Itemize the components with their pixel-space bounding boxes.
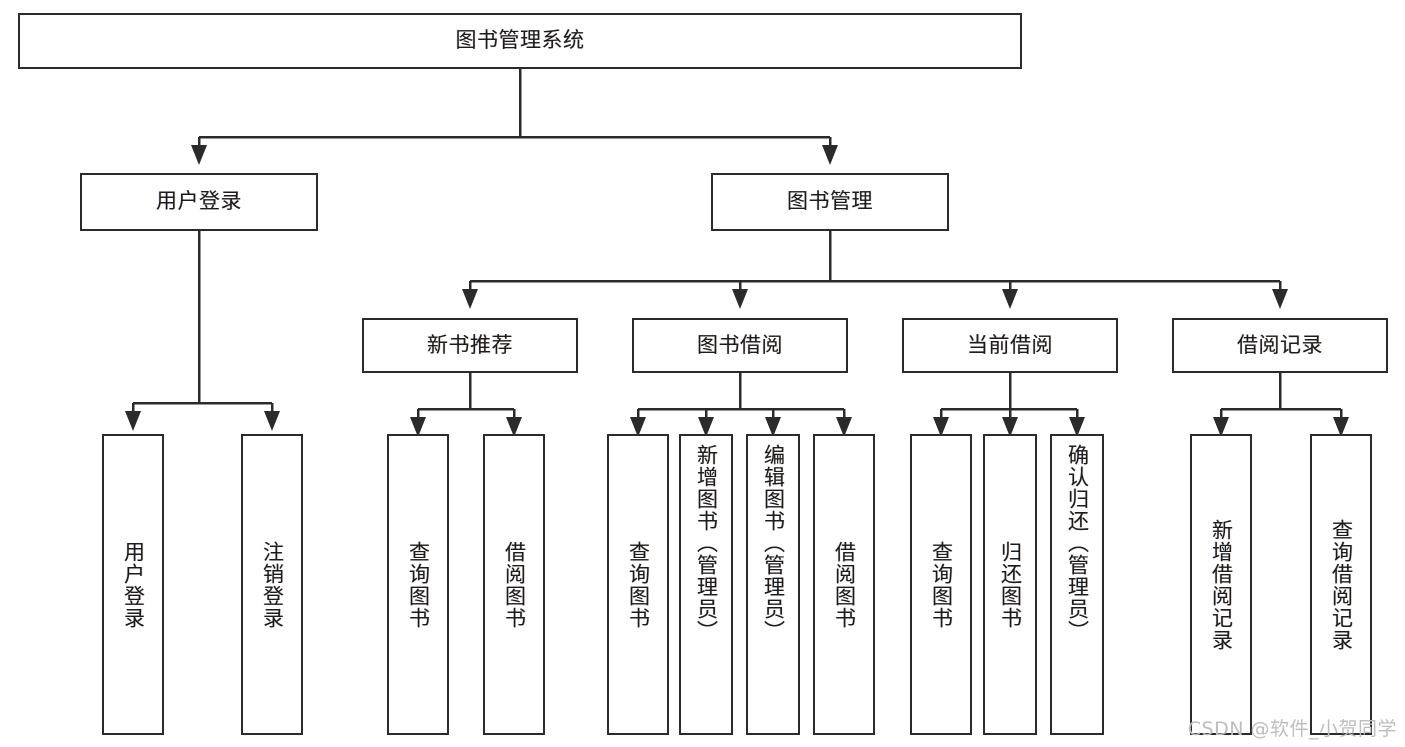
- leaf-label: 查询借阅记录: [1329, 518, 1354, 651]
- leaf-query-book-borrow[interactable]: 查询图书: [607, 434, 669, 735]
- node-label: 图书管理系统: [455, 28, 585, 53]
- leaf-user-login[interactable]: 用户登录: [102, 434, 164, 735]
- node-book-management[interactable]: 图书管理: [711, 173, 949, 231]
- leaf-label: 编辑图书（管理员）: [761, 444, 786, 642]
- leaf-logout[interactable]: 注销登录: [241, 434, 303, 735]
- leaf-label: 查询图书: [929, 540, 954, 629]
- leaf-label: 归还图书: [998, 540, 1023, 629]
- node-user-login[interactable]: 用户登录: [80, 173, 318, 231]
- leaf-query-borrow-record[interactable]: 查询借阅记录: [1310, 434, 1372, 735]
- leaf-label: 注销登录: [260, 540, 285, 629]
- csdn-watermark: CSDN @软件_小贺同学: [1187, 718, 1397, 740]
- leaf-label: 借阅图书: [832, 540, 857, 629]
- leaf-label: 借阅图书: [502, 540, 527, 629]
- leaf-label: 新增图书（管理员）: [694, 444, 719, 642]
- leaf-label: 查询图书: [406, 540, 431, 629]
- node-current-borrow[interactable]: 当前借阅: [902, 318, 1118, 373]
- leaf-confirm-return-admin[interactable]: 确认归还（管理员）: [1050, 434, 1104, 735]
- node-label: 图书借阅: [697, 332, 783, 357]
- leaf-label: 用户登录: [121, 540, 146, 629]
- node-book-borrow[interactable]: 图书借阅: [632, 318, 848, 373]
- node-new-book-recommend[interactable]: 新书推荐: [362, 318, 578, 373]
- leaf-edit-book-admin[interactable]: 编辑图书（管理员）: [746, 434, 800, 735]
- node-label: 图书管理: [787, 189, 873, 214]
- leaf-borrow-book-recommend[interactable]: 借阅图书: [483, 434, 545, 735]
- node-label: 当前借阅: [967, 332, 1053, 357]
- leaf-query-book-recommend[interactable]: 查询图书: [387, 434, 449, 735]
- node-borrow-record[interactable]: 借阅记录: [1172, 318, 1388, 373]
- leaf-query-book-current[interactable]: 查询图书: [910, 434, 972, 735]
- leaf-borrow-book[interactable]: 借阅图书: [813, 434, 875, 735]
- leaf-add-borrow-record[interactable]: 新增借阅记录: [1190, 434, 1252, 735]
- leaf-return-book[interactable]: 归还图书: [983, 434, 1037, 735]
- node-label: 借阅记录: [1237, 332, 1323, 357]
- leaf-label: 查询图书: [626, 540, 651, 629]
- leaf-add-book-admin[interactable]: 新增图书（管理员）: [679, 434, 733, 735]
- node-label: 用户登录: [156, 189, 242, 214]
- node-label: 新书推荐: [427, 332, 513, 357]
- node-root-book-management-system[interactable]: 图书管理系统: [18, 13, 1022, 69]
- leaf-label: 新增借阅记录: [1209, 518, 1234, 651]
- leaf-label: 确认归还（管理员）: [1065, 444, 1090, 642]
